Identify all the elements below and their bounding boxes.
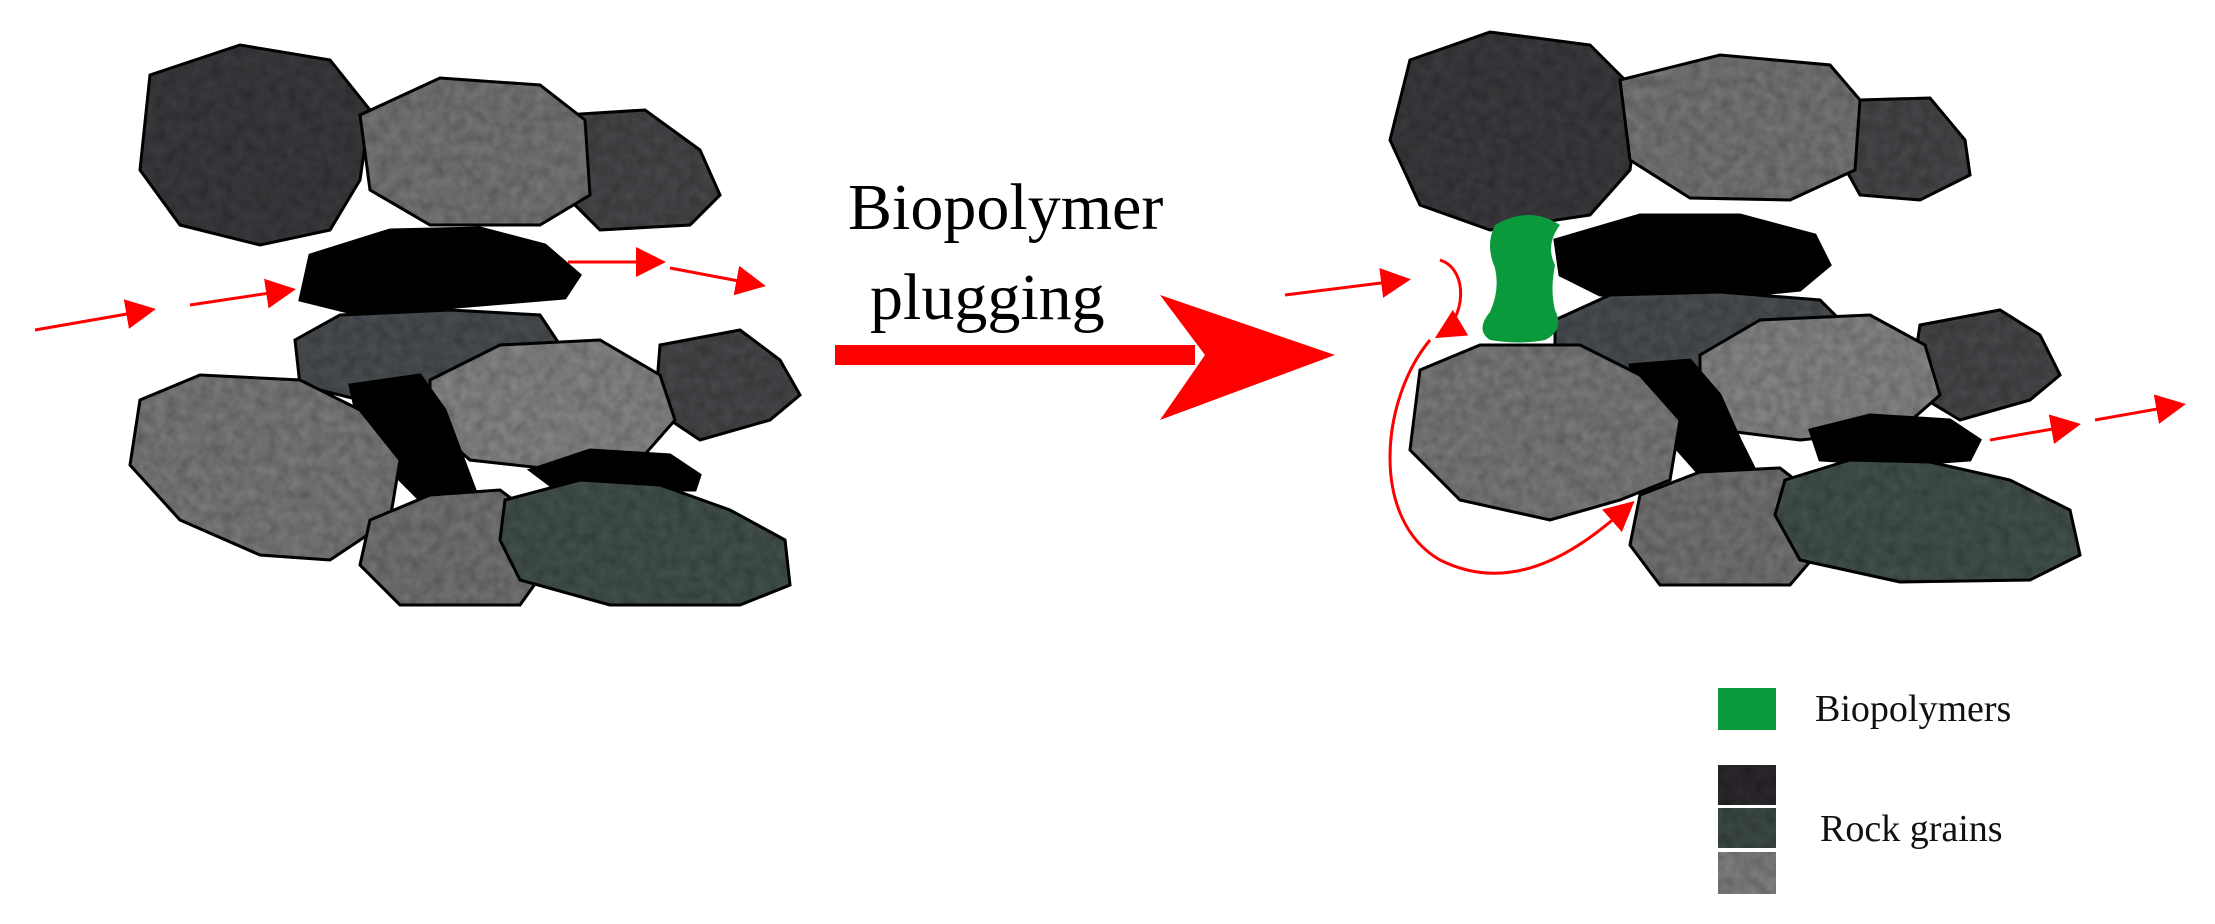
pore-fill: [1808, 413, 1982, 467]
flow-arrow: [189, 278, 296, 309]
legend-swatch-rock-dark: [1718, 765, 1776, 805]
rock-grain: [653, 328, 802, 442]
rock-grain: [358, 76, 592, 227]
flow-arrow-detour: [1388, 339, 1635, 575]
flow-arrow: [669, 265, 766, 296]
rock-grain: [138, 43, 372, 247]
biopolymer-plug: [1482, 215, 1560, 343]
process-arrow: [835, 295, 1335, 420]
pore-fill: [298, 226, 582, 317]
flow-arrows-before: [34, 247, 766, 332]
process-label-line1: Biopolymer: [848, 171, 1164, 244]
rock-grain: [1408, 343, 1682, 522]
flow-arrow: [2094, 394, 2186, 424]
legend-label-rock-grains: Rock grains: [1820, 808, 2003, 850]
legend-swatch-biopolymers: [1718, 688, 1776, 730]
rock-cluster-before: [128, 43, 802, 607]
legend-swatch-rock-light: [1718, 852, 1776, 894]
process-arrow-head: [1160, 295, 1335, 420]
rock-grain: [498, 478, 792, 607]
flow-arrow: [1284, 268, 1411, 298]
flow-arrows-after: [1284, 258, 2186, 575]
process-label-line2: plugging: [870, 261, 1105, 334]
rock-cluster-after: [1388, 30, 2082, 587]
rock-grain: [1618, 53, 1862, 202]
flow-arrow: [1989, 414, 2081, 444]
legend: [1718, 688, 1776, 894]
flow-arrow-deflected: [1434, 258, 1469, 339]
rock-grain: [1773, 458, 2082, 584]
flow-arrow: [34, 299, 156, 332]
legend-label-biopolymers: Biopolymers: [1815, 688, 2012, 730]
rock-grain: [1388, 30, 1642, 232]
pore-fill: [1553, 213, 1832, 302]
process-arrow-shaft: [835, 345, 1195, 365]
legend-swatch-rock-green: [1718, 808, 1776, 848]
